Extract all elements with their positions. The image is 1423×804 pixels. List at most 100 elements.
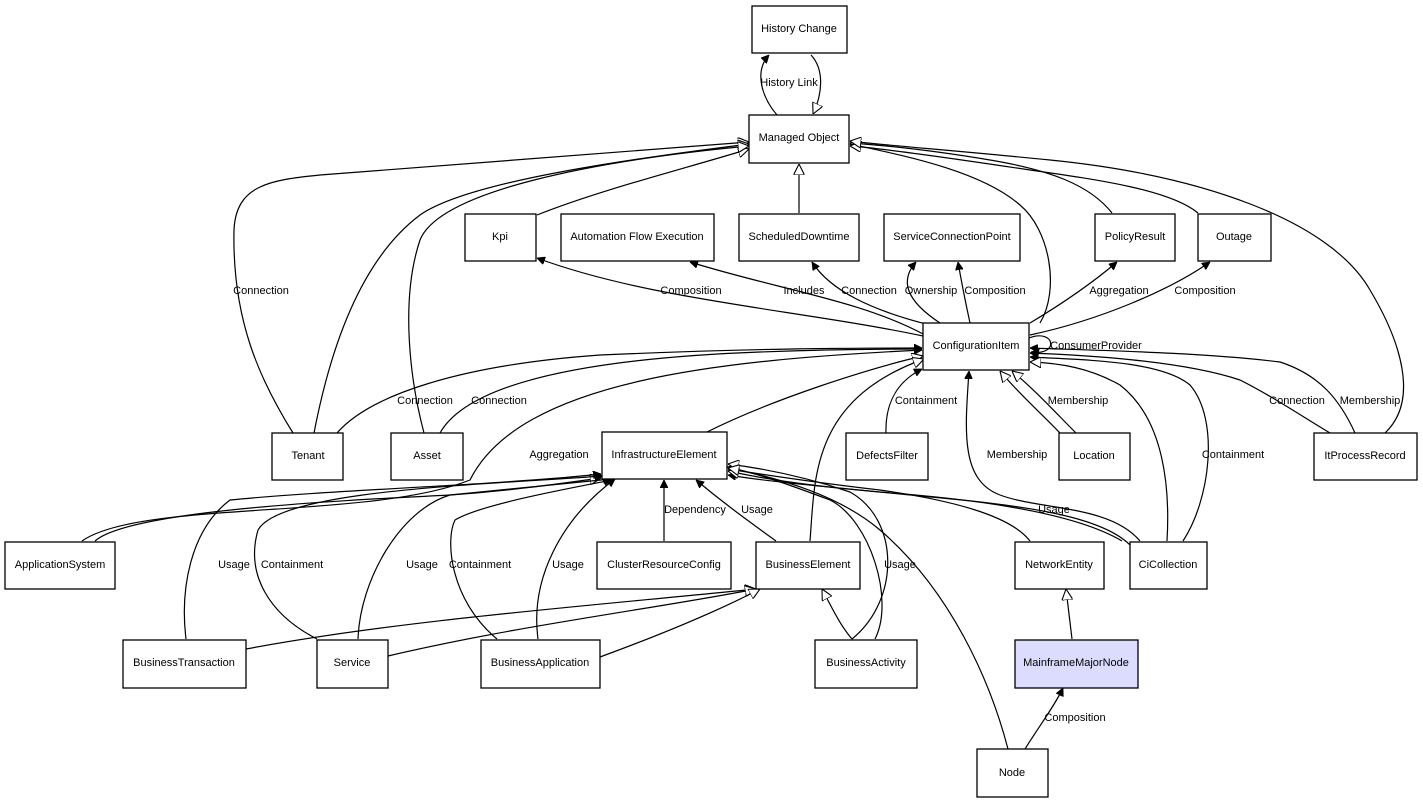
node-tenant[interactable]: Tenant: [271, 432, 344, 481]
label-location-membership: Membership: [1048, 395, 1109, 407]
label-service-ie-usage: Usage: [406, 559, 438, 571]
node-kpi[interactable]: Kpi: [464, 213, 537, 262]
node-it-process-record-label: ItProcessRecord: [1324, 450, 1405, 462]
label-cicollection-containment: Containment: [1202, 449, 1264, 461]
label-ci-scp-connection: Connection: [841, 285, 897, 297]
edge-ci-consumer-provider: [1028, 335, 1052, 353]
node-application-system-label: ApplicationSystem: [15, 559, 106, 571]
label-crc-ie-dependency: Dependency: [664, 504, 726, 516]
edge-bact-ie-generalization: [728, 464, 889, 640]
edge-ci-mo-generalization: [850, 144, 1051, 324]
node-network-entity-label: NetworkEntity: [1025, 559, 1093, 571]
node-network-entity[interactable]: NetworkEntity: [1014, 541, 1105, 590]
edge-service-ie-containment: [254, 476, 603, 640]
node-application-system[interactable]: ApplicationSystem: [4, 541, 116, 590]
node-business-transaction[interactable]: BusinessTransaction: [122, 639, 247, 689]
edge-cicollection-ci-generalization: [1030, 362, 1169, 542]
node-asset[interactable]: Asset: [390, 432, 464, 481]
edge-ci-scp-connection: [811, 262, 931, 326]
node-policy-result[interactable]: PolicyResult: [1094, 213, 1176, 262]
node-service-label: Service: [334, 657, 371, 669]
edge-location-ci-membership-b: [1012, 371, 1077, 434]
edge-cicollection-ci-containment: [1030, 357, 1209, 542]
node-configuration-item[interactable]: ConfigurationItem: [922, 322, 1030, 371]
label-bact-ie-usage: Usage: [884, 559, 916, 571]
edge-ba-ie-containment: [450, 480, 612, 640]
node-configuration-item-label: ConfigurationItem: [933, 340, 1020, 352]
node-business-application[interactable]: BusinessApplication: [480, 639, 601, 689]
node-location[interactable]: Location: [1058, 432, 1131, 481]
label-defects-containment: Containment: [895, 395, 957, 407]
label-itpr-connection: Connection: [1269, 395, 1325, 407]
label-bt-ie-usage: Usage: [218, 559, 250, 571]
node-ci-collection[interactable]: CiCollection: [1129, 541, 1208, 590]
nodes: History Change Managed Object Kpi Automa…: [4, 5, 1418, 798]
label-ci-outage-composition: Composition: [1174, 285, 1235, 297]
node-infrastructure-element-label: InfrastructureElement: [611, 449, 716, 461]
edge-history-link: [760, 55, 778, 116]
edge-tenant-mo-connection: [233, 142, 749, 434]
node-scheduled-downtime[interactable]: ScheduledDowntime: [738, 213, 860, 262]
node-defects-filter-label: DefectsFilter: [856, 450, 918, 462]
edge-itpr-ci-membership: [1030, 348, 1356, 434]
node-business-activity-label: BusinessActivity: [826, 657, 906, 669]
label-be-ie-usage: Usage: [741, 504, 773, 516]
node-automation-flow-execution-label: Automation Flow Execution: [570, 231, 703, 243]
node-automation-flow-execution[interactable]: Automation Flow Execution: [560, 213, 715, 262]
node-location-label: Location: [1073, 450, 1115, 462]
node-business-element-label: BusinessElement: [766, 559, 851, 571]
edges: [81, 54, 1405, 750]
node-defects-filter[interactable]: DefectsFilter: [845, 432, 929, 481]
edge-node-ie-generalization: [728, 468, 1009, 750]
node-mainframe-major-node-label: MainframeMajorNode: [1023, 657, 1129, 669]
edge-be-ci-generalization: [809, 359, 924, 542]
edge-be-ie-usage: [696, 480, 777, 542]
label-ba-ie-containment: Containment: [449, 559, 511, 571]
node-node[interactable]: Node: [976, 748, 1049, 798]
node-infrastructure-element[interactable]: InfrastructureElement: [601, 431, 728, 480]
edge-service-be-generalization: [387, 589, 756, 657]
node-business-element[interactable]: BusinessElement: [755, 541, 861, 590]
edge-ci-scp-composition: [958, 262, 971, 324]
node-policy-result-label: PolicyResult: [1105, 231, 1166, 243]
edge-location-ci-membership: [1000, 371, 1061, 434]
node-service[interactable]: Service: [316, 639, 389, 689]
edge-tenant-ci-connection: [336, 348, 922, 434]
edge-itpr-mo-generalization: [850, 141, 1405, 434]
label-ci-scp-ownership: Ownership: [905, 285, 958, 297]
node-managed-object-label: Managed Object: [759, 132, 840, 144]
label-asset-ci-connection: Connection: [471, 395, 527, 407]
node-service-connection-point[interactable]: ServiceConnectionPoint: [883, 213, 1021, 262]
label-tenant-ci-connection: Connection: [397, 395, 453, 407]
label-node-mmn-composition: Composition: [1044, 712, 1105, 724]
node-managed-object[interactable]: Managed Object: [748, 114, 850, 164]
edge-bt-be-generalization: [245, 589, 756, 650]
edge-ie-ci-generalization: [704, 356, 923, 434]
edge-ba-ie-usage: [536, 479, 615, 640]
label-ci-scp-composition: Composition: [964, 285, 1025, 297]
node-cluster-resource-config[interactable]: ClusterResourceConfig: [596, 541, 732, 590]
edge-ci-afe-includes: [690, 262, 926, 336]
edge-networkentity-ie-generalization: [728, 469, 1031, 542]
node-scheduled-downtime-label: ScheduledDowntime: [749, 231, 850, 243]
node-tenant-label: Tenant: [291, 450, 324, 462]
node-outage[interactable]: Outage: [1197, 213, 1272, 262]
edge-node-mmn-composition: [1024, 688, 1063, 750]
label-ba-ie-usage: Usage: [552, 559, 584, 571]
edge-itpr-ci-connection: [1030, 353, 1331, 434]
node-mainframe-major-node[interactable]: MainframeMajorNode: [1014, 639, 1139, 689]
node-node-label: Node: [999, 767, 1025, 779]
edge-asset-mo-generalization: [408, 146, 749, 434]
node-history-change-label: History Change: [761, 23, 837, 35]
edge-asset-ci-connection: [439, 349, 922, 434]
edge-service-ie-usage: [357, 479, 611, 640]
label-service-ie-containment: Containment: [261, 559, 323, 571]
node-it-process-record[interactable]: ItProcessRecord: [1313, 432, 1418, 481]
node-history-change[interactable]: History Change: [751, 5, 848, 54]
node-business-transaction-label: BusinessTransaction: [133, 657, 235, 669]
edge-history-generalization: [810, 54, 821, 114]
node-business-activity[interactable]: BusinessActivity: [814, 639, 918, 689]
node-outage-label: Outage: [1216, 231, 1252, 243]
label-history-link: History Link: [760, 77, 818, 89]
label-ci-kpi-composition: Composition: [660, 285, 721, 297]
